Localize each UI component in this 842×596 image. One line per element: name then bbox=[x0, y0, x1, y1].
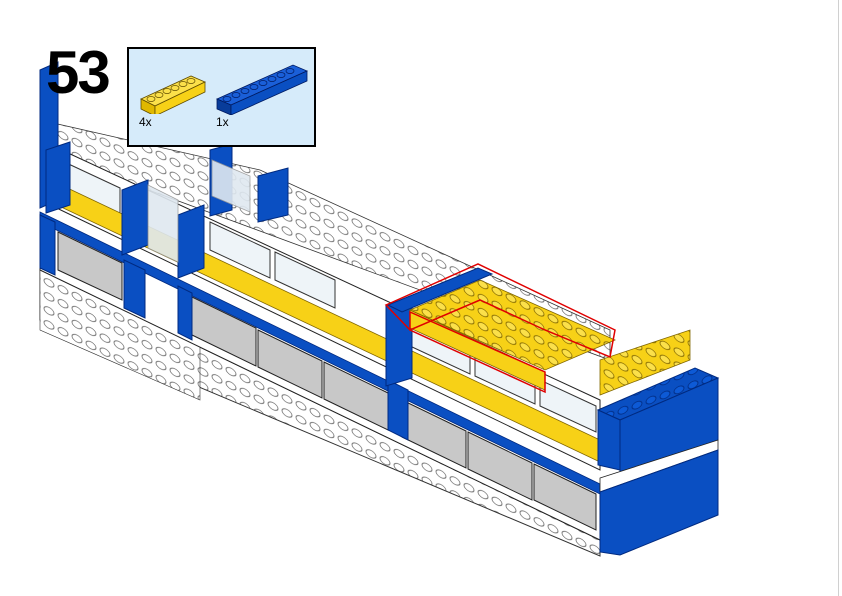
blue-brick-new bbox=[386, 267, 494, 313]
blue-brick-quantity: 1x bbox=[216, 115, 229, 129]
new-part-highlight-lower bbox=[409, 310, 546, 394]
parts-callout: 4x 1x bbox=[127, 47, 316, 147]
yellow-brick-quantity: 4x bbox=[139, 115, 152, 129]
new-part-highlight-upper bbox=[384, 263, 616, 359]
right-end-lower bbox=[599, 449, 719, 556]
grey-window-panels bbox=[57, 231, 597, 531]
yellow-bricks-top bbox=[409, 279, 616, 371]
blue-pillars bbox=[39, 214, 409, 441]
blue-brick-1x8-icon bbox=[216, 64, 308, 115]
yellow-bricks-right bbox=[599, 329, 691, 396]
right-end-front bbox=[597, 409, 621, 471]
yellow-brick-1x6-icon bbox=[140, 75, 206, 114]
page-edge-divider bbox=[838, 0, 839, 596]
upper-blue-pillars bbox=[39, 61, 413, 387]
clear-windows bbox=[147, 159, 251, 263]
step-number: 53 bbox=[46, 39, 111, 106]
